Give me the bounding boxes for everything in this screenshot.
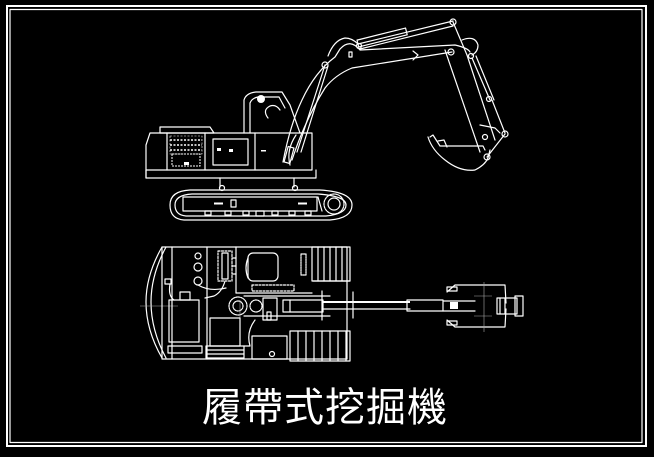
boom xyxy=(282,18,471,166)
plan-track-upper xyxy=(311,246,351,282)
house-body xyxy=(145,91,317,179)
side-view-excavator xyxy=(145,18,509,221)
drawing-title: 履帶式挖掘機 xyxy=(202,385,448,431)
drawing-frame xyxy=(6,5,647,447)
plan-track-lower xyxy=(289,330,351,362)
bucket xyxy=(427,133,506,171)
track-rollers xyxy=(204,210,312,217)
radiator-grille xyxy=(169,135,203,167)
plan-view-excavator xyxy=(140,246,524,362)
plan-boom-arm xyxy=(321,282,524,332)
arm-stick xyxy=(444,21,509,153)
crawler-track xyxy=(169,177,353,221)
